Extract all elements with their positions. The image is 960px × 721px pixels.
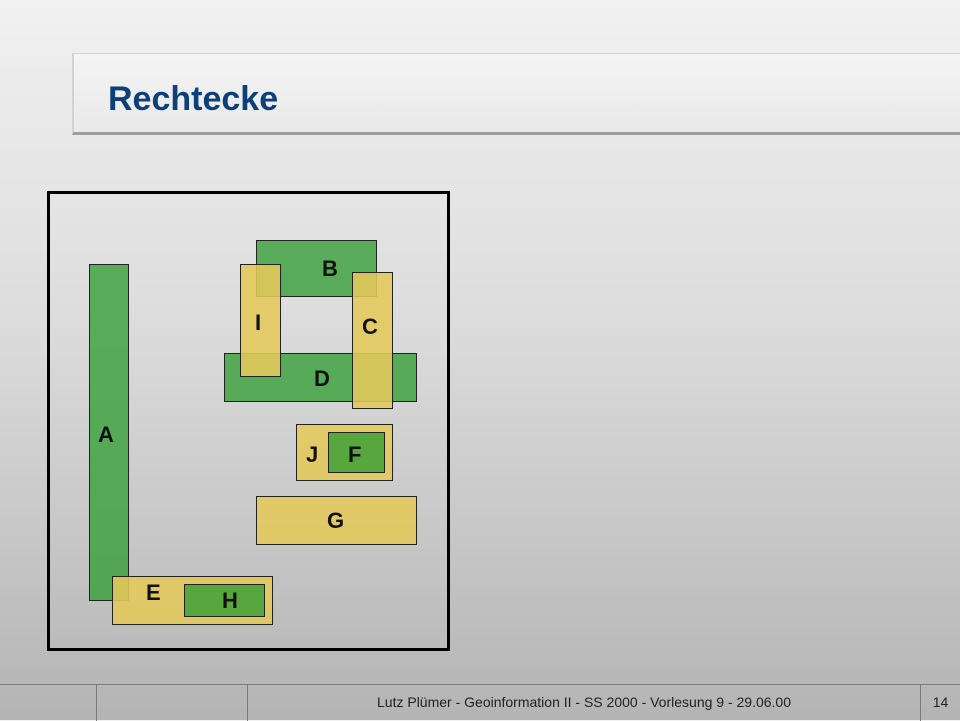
label-d: D	[314, 366, 330, 391]
rect-i	[240, 264, 281, 377]
label-b: B	[322, 256, 338, 281]
rect-c	[352, 272, 393, 409]
label-j: J	[306, 442, 319, 467]
diagram-frame	[47, 191, 450, 651]
rect-a	[89, 264, 129, 601]
footer-divider	[247, 685, 248, 721]
rect-h	[184, 584, 265, 617]
label-e: E	[146, 580, 161, 605]
label-g: G	[327, 508, 345, 533]
label-a: A	[98, 422, 114, 447]
footer-divider	[96, 685, 97, 721]
label-i: I	[255, 310, 262, 335]
slide-title: Rechtecke	[108, 80, 279, 118]
title-bar: Rechtecke	[72, 53, 960, 135]
label-f: F	[348, 442, 362, 467]
footer-text: Lutz Plümer - Geoinformation II - SS 200…	[377, 694, 791, 710]
rect-f	[328, 432, 385, 473]
page-number: 14	[932, 694, 949, 710]
footer-divider	[920, 685, 921, 721]
label-c: C	[362, 314, 378, 339]
rect-g	[256, 496, 417, 545]
footer: Lutz Plümer - Geoinformation II - SS 200…	[0, 684, 960, 721]
label-h: H	[222, 588, 238, 613]
